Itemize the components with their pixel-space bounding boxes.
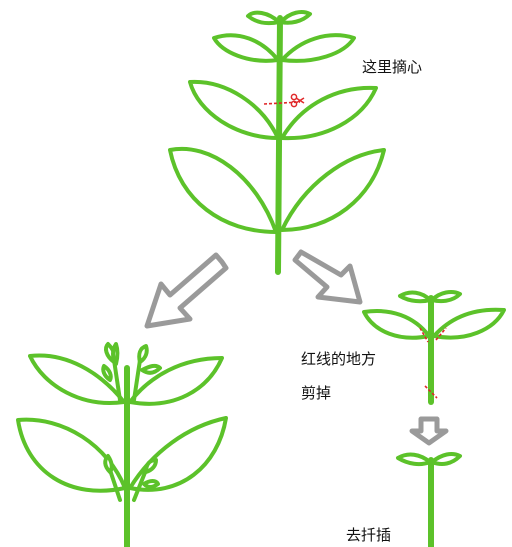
cutting-plant bbox=[362, 290, 506, 405]
label-red-line-places: 红线的地方 bbox=[301, 350, 377, 368]
bushy-plant-shoot-3 bbox=[108, 468, 122, 502]
top-plant-leaf-upper-right bbox=[280, 33, 356, 63]
cutting-plant-tip-leaf-right bbox=[430, 290, 462, 304]
bushy-plant-shoot-4 bbox=[132, 468, 148, 502]
top-plant-stem bbox=[275, 15, 283, 275]
bushy-plant-shoot-leaf-8 bbox=[142, 479, 160, 489]
bushy-plant-shoot-leaf-6 bbox=[103, 454, 114, 474]
top-plant-leaf-upper-left bbox=[212, 33, 280, 63]
bushy-plant-shoot-leaf-3 bbox=[137, 344, 149, 364]
arrow-to-bottom-left bbox=[144, 252, 229, 329]
label-pinch-here: 这里摘心 bbox=[362, 58, 423, 76]
top-plant-pinch-line bbox=[263, 101, 301, 105]
top-plant-leaf-lower-right bbox=[280, 148, 386, 232]
bushy-plant bbox=[16, 342, 228, 547]
bushy-plant-leaf-upper-left bbox=[28, 353, 126, 405]
label-cut-off: 剪掉 bbox=[301, 384, 332, 402]
bushy-plant-shoot-leaf-4 bbox=[140, 363, 162, 375]
scissors-icon bbox=[290, 93, 305, 108]
bushy-plant-leaf-upper-right bbox=[128, 356, 224, 406]
bushy-plant-shoot-leaf-5 bbox=[101, 364, 113, 382]
top-plant-leaf-middle-left bbox=[188, 79, 280, 140]
cutting-plant-cut-mark-left bbox=[419, 327, 429, 343]
cutting-plant-cut-mark-right bbox=[435, 327, 447, 341]
bushy-plant-shoot-leaf-7 bbox=[144, 458, 158, 474]
cutting-plant-tip-leaf-left bbox=[398, 290, 432, 304]
top-plant-tip-leaf-right bbox=[279, 10, 312, 25]
bushy-plant-shoot-2 bbox=[132, 358, 142, 402]
top-plant-tip-leaf-left bbox=[246, 10, 281, 26]
label-go-cutting: 去扦插 bbox=[346, 526, 392, 544]
cutting-plant-cut-mark-bottom bbox=[424, 385, 438, 399]
final-cutting-leaf-left bbox=[396, 452, 432, 467]
top-plant-leaf-middle-right bbox=[280, 85, 378, 141]
final-cutting-leaf-right bbox=[430, 452, 462, 466]
top-plant bbox=[168, 10, 386, 275]
cutting-plant-leaf-left bbox=[362, 309, 431, 340]
cutting-plant-leaf-right bbox=[432, 307, 506, 340]
arrow-down bbox=[409, 416, 449, 446]
bushy-plant-leaf-lower-left bbox=[16, 417, 127, 493]
bushy-plant-shoot-1 bbox=[112, 358, 122, 402]
final-cutting bbox=[396, 452, 462, 547]
bushy-plant-shoot-leaf-2 bbox=[111, 342, 120, 366]
bushy-plant-leaf-lower-right bbox=[128, 416, 228, 492]
arrow-to-bottom-right bbox=[292, 249, 363, 305]
top-plant-leaf-lower-left bbox=[168, 146, 278, 234]
